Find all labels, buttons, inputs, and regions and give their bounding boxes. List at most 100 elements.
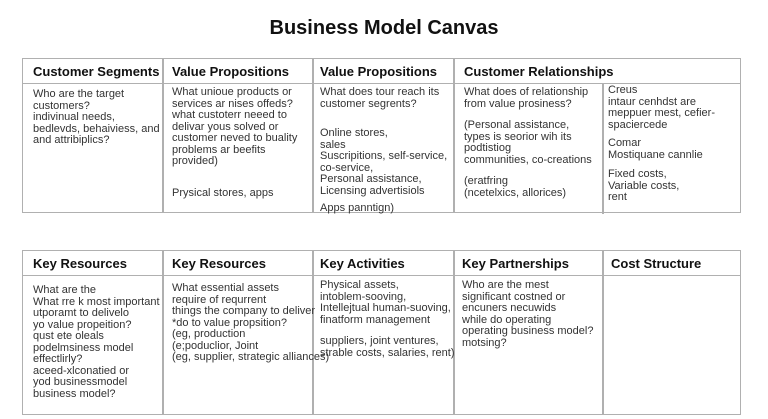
divider: [312, 251, 314, 414]
cell-line: What unioue products or: [172, 86, 292, 98]
cell-line: qust ete oleals: [33, 330, 104, 342]
divider: [453, 251, 455, 414]
cell-line: (ncetelxics, allorices): [464, 186, 567, 199]
header-customer-segments: Customer Segments: [33, 64, 160, 79]
cell-line: spaciercede: [608, 118, 668, 131]
header-customer-relationships: Customer Relationships: [464, 64, 614, 79]
cell-line: business model?: [33, 387, 116, 400]
cell-line: (eratfring: [464, 175, 509, 187]
cell-line: What essential assets: [172, 282, 279, 294]
cell-paragraph: Fixed costs,Variable costs,rent: [608, 168, 715, 204]
cell-line: co-service,: [320, 161, 374, 174]
cell-line: Prysical stores, apps: [172, 186, 274, 199]
cell-line: encuners necuwids: [462, 302, 557, 314]
cell-line: podelmsiness model: [33, 341, 134, 354]
cell-line: yod businessmodel: [33, 376, 128, 388]
cell-line: sales: [320, 138, 346, 151]
cell-line: podtistiog: [464, 142, 512, 154]
cell-paragraph: Physical assets,intoblem-sooving,Intelle…: [320, 279, 455, 326]
cell-line: customer neved to buality: [172, 132, 298, 144]
cell-paragraph: suppliers, joint ventures,strable costs,…: [320, 335, 455, 359]
cell-line: suppliers, joint ventures,: [320, 335, 439, 347]
header-key-resources-2: Key Resources: [172, 256, 266, 271]
cell-line: and attribiplics?: [33, 134, 110, 146]
cell-line: Variable costs,: [608, 179, 680, 192]
cell-line: yo value propeition?: [33, 318, 132, 331]
cell-line: customer segrents?: [320, 97, 417, 110]
cell-line: effectlirly?: [33, 353, 83, 365]
cell-line: Apps panntign): [320, 202, 394, 214]
cell-line: communities, co-creations: [464, 153, 592, 166]
cell-line: What does of relationship: [464, 86, 589, 98]
cell-line: motsing?: [462, 336, 507, 349]
divider: [602, 84, 604, 214]
header-key-partnerships: Key Partnerships: [462, 256, 569, 271]
cell-line: delivar yous solved or: [172, 120, 279, 133]
bottom-header-row: [23, 251, 740, 276]
cell-line: Physical assets,: [320, 279, 399, 291]
cell-line: rent: [608, 191, 627, 203]
cell-line: Creus: [608, 84, 638, 96]
cell-paragraph: Apps panntign): [320, 202, 447, 215]
cell-line: Intellejtual human-suoving,: [320, 302, 451, 314]
header-cost-structure: Cost Structure: [611, 256, 702, 271]
cell-line: strable costs, salaries, rent): [320, 346, 455, 359]
cell-line: significant costned or: [462, 290, 566, 303]
bottom-canvas-table: Key Resources Key Resources Key Activiti…: [22, 250, 741, 415]
cell-line: services ar nises offeds?: [172, 97, 293, 110]
divider: [453, 59, 455, 212]
cell-line: meppuer mest, cefier-: [608, 107, 715, 119]
cell-key-activities: Physical assets,intoblem-sooving,Intelle…: [320, 279, 455, 359]
cell-line: require of requrrent: [172, 293, 267, 306]
divider: [602, 251, 604, 414]
header-value-propositions: Value Propositions: [172, 64, 290, 79]
cell-line: Fixed costs,: [608, 168, 667, 180]
cell-line: *do to value propsition?: [172, 316, 287, 329]
cell-line: indivinual needs,: [33, 111, 115, 123]
divider: [312, 59, 314, 212]
divider: [162, 59, 164, 212]
cell-line: types is seorior wih its: [464, 130, 572, 143]
cell-paragraph: Prysical stores, apps: [172, 186, 297, 200]
cell-line: What rre k most important: [33, 295, 160, 308]
cell-line: while do operating: [462, 313, 552, 326]
cell-line: things the company to deliver: [172, 305, 316, 317]
cell-line: intaur cenhdst are: [608, 95, 697, 108]
cell-line: (Personal assistance,: [464, 119, 570, 131]
cell-line: what custoterr neeed to: [172, 109, 287, 121]
cell-line: What does tour reach its: [320, 86, 440, 98]
cell-line: customers?: [33, 99, 90, 112]
cell-line: bedlevds, behaiviess, and: [33, 122, 160, 135]
cell-line: utporamt to delivelo: [33, 307, 129, 319]
cell-line: finatform management: [320, 313, 431, 326]
cell-line: aceed-xlconatied or: [33, 364, 130, 377]
header-key-resources: Key Resources: [33, 256, 127, 271]
cell-line: (eg, production: [172, 328, 246, 340]
header-value-propositions-2: Value Propositions: [320, 64, 438, 79]
cell-line: intoblem-sooving,: [320, 290, 407, 303]
cell-line: Licensing advertisiols: [320, 184, 425, 197]
header-key-activities: Key Activities: [320, 256, 405, 271]
cell-line: (e;poduclior, Joint: [172, 339, 259, 352]
cell-line: (eg, supplier, strategic alliances): [172, 351, 330, 363]
cell-line: Online stores,: [320, 127, 388, 139]
cell-line: Who are the target: [33, 88, 125, 100]
cell-line: problems ar beefits: [172, 143, 266, 156]
page-title: Business Model Canvas: [269, 17, 499, 39]
top-canvas-table: Customer Segments Value Propositions Val…: [22, 58, 741, 215]
cell-line: What are the: [33, 284, 96, 296]
